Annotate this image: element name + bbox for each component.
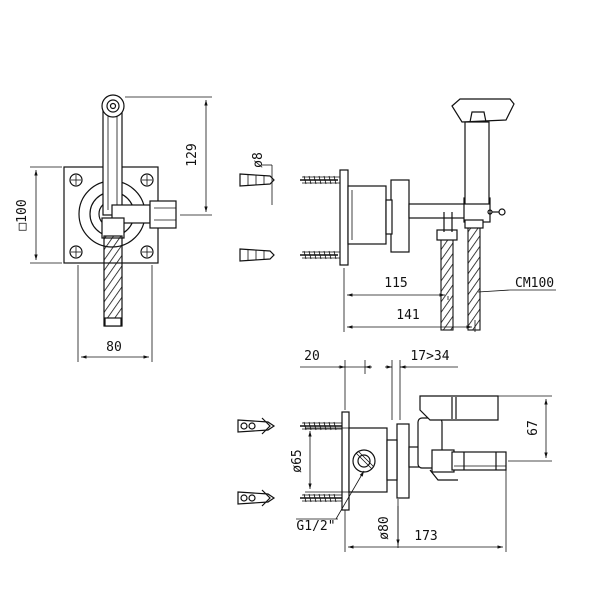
dim-dia-65: ø65 xyxy=(290,449,305,472)
front-view: 129 □100 80 xyxy=(15,94,212,362)
dim-20: 20 xyxy=(304,349,320,364)
screw-plan-upper xyxy=(300,421,342,431)
screw-upper xyxy=(300,175,340,185)
hose-front xyxy=(103,235,123,327)
handshower-side xyxy=(464,121,490,205)
dim-square-100: □100 xyxy=(15,199,30,230)
dim-dia-8: ø8 xyxy=(251,152,266,168)
dim-67: 67 xyxy=(526,420,541,436)
inlet-port xyxy=(352,449,376,473)
valve-body-side xyxy=(347,185,387,245)
flange-side xyxy=(390,179,410,253)
wall-plug-upper xyxy=(239,173,275,187)
plate-screw-top-right xyxy=(140,173,154,187)
plan-flange xyxy=(396,423,410,499)
dim-141: 141 xyxy=(396,308,419,323)
plan-valve-body xyxy=(348,427,388,493)
plan-outlet xyxy=(451,451,507,471)
hose-side-right xyxy=(467,221,481,331)
wall-plug-plan-lower xyxy=(237,489,276,507)
dim-173: 173 xyxy=(414,529,437,544)
dim-17-34: 17>34 xyxy=(410,349,449,364)
plate-screw-top-left xyxy=(69,173,83,187)
plate-screw-bottom-left xyxy=(69,245,83,259)
plate-screw-bottom-right xyxy=(140,245,154,259)
screw-lower xyxy=(300,250,340,260)
spray-head-side xyxy=(451,98,515,123)
plan-lever xyxy=(419,395,499,421)
hose-side-left xyxy=(440,237,454,331)
plan-wall-plate xyxy=(341,411,350,511)
valve-handle xyxy=(149,200,177,229)
dim-80: 80 xyxy=(106,340,122,355)
label-g12: G1/2" xyxy=(296,519,335,534)
label-cm100: CM100 xyxy=(515,276,554,291)
wall-plug-lower xyxy=(239,248,275,262)
side-wall-plate xyxy=(339,169,349,266)
wall-plug-plan-upper xyxy=(237,417,276,435)
spray-head xyxy=(101,94,125,118)
dim-115: 115 xyxy=(384,276,407,291)
screw-plan-lower xyxy=(300,493,342,503)
dim-dia-80: ø80 xyxy=(377,516,392,539)
plan-view: 20 17>34 xyxy=(237,349,552,552)
side-view: ø8 xyxy=(239,98,556,332)
dim-129: 129 xyxy=(185,143,200,166)
handshower-body xyxy=(102,104,123,216)
